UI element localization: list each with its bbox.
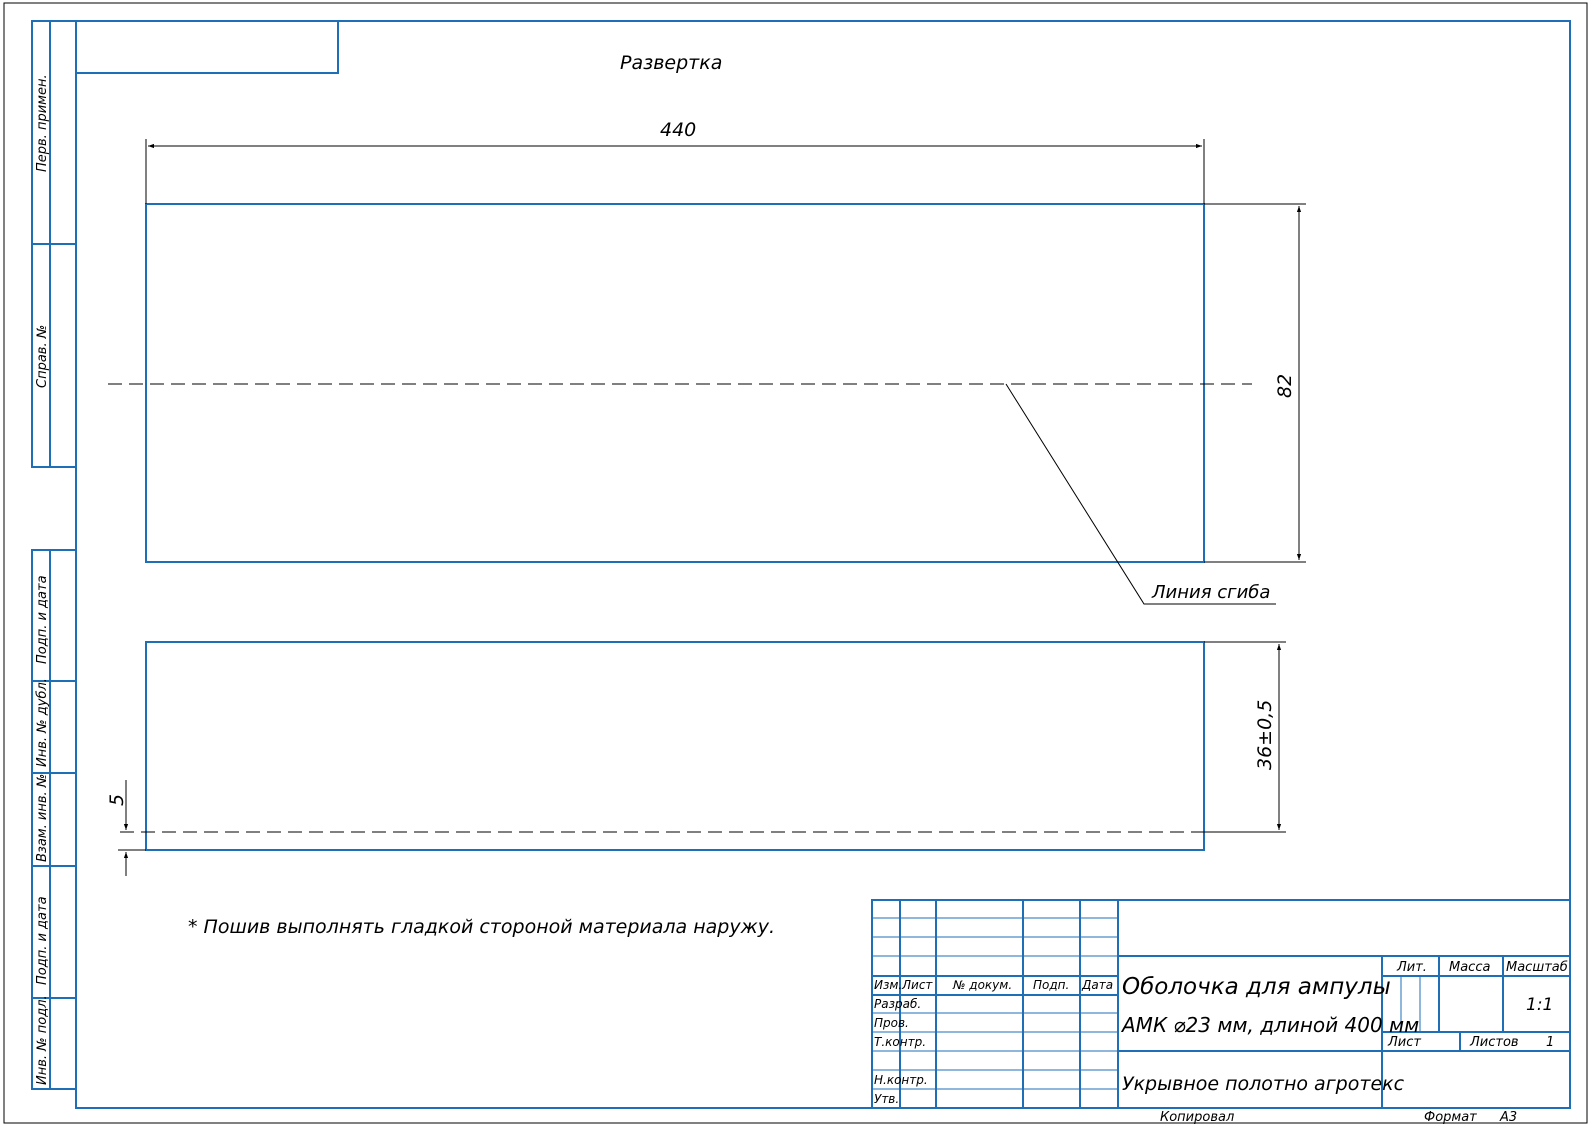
list-label: Лист [1387, 1035, 1421, 1050]
material: Укрывное полотно агротекс [1122, 1073, 1405, 1095]
lower-strip-outline [145, 641, 1205, 851]
fold-line-leader: Линия сгиба [1005, 383, 1276, 605]
role-nkontr: Н.контр. [874, 1073, 928, 1087]
kopiroval-label: Копировал [1160, 1110, 1234, 1125]
dimension-margin: 5 [106, 780, 146, 876]
upper-blank-outline [145, 203, 1205, 563]
format-value: А3 [1499, 1110, 1517, 1125]
role-tkontr: Т.контр. [874, 1035, 926, 1049]
masshtab-label: Масштаб [1506, 960, 1568, 975]
col-podp: Подп. [1033, 978, 1069, 992]
lit-label: Лит. [1396, 960, 1427, 975]
format-label: Формат [1424, 1110, 1477, 1125]
role-prov: Пров. [874, 1016, 909, 1030]
role-razrab: Разраб. [874, 997, 921, 1011]
side-label-vzam-inv: Взам. инв. № [35, 774, 50, 862]
massa-label: Масса [1449, 960, 1490, 975]
role-utv: Утв. [874, 1092, 899, 1106]
side-label-inv-podl: Инв. № подл. [35, 995, 50, 1085]
sheet-trim [3, 2, 1588, 1124]
listov-value: 1 [1546, 1035, 1554, 1050]
dimension-height-lower: 36±0,5 [1204, 641, 1286, 833]
fold-line-label: Линия сгиба [1151, 582, 1270, 603]
drawing-frame [75, 20, 1571, 1109]
drawing-name-line2: АМК ⌀23 мм, длиной 400 мм [1120, 1013, 1419, 1037]
listov-label: Листов [1469, 1035, 1519, 1050]
dimension-margin-label: 5 [106, 794, 128, 806]
view-title: Развертка [620, 52, 722, 74]
side-stamp: Перв. примен. Справ. № Подп. и дата Инв.… [31, 20, 76, 1090]
side-label-perv-primen: Перв. примен. [35, 74, 50, 172]
drawing-name-line1: Оболочка для ампулы [1122, 974, 1391, 1000]
title-block: Изм. Лист № докум. Подп. Дата Разраб. Пр… [871, 899, 1571, 1109]
side-label-podp-data-2: Подп. и дата [35, 896, 50, 985]
col-izm: Изм. [874, 978, 902, 992]
dimension-height-lower-label: 36±0,5 [1254, 700, 1276, 770]
dimension-width-label: 440 [660, 119, 696, 141]
side-label-podp-data: Подп. и дата [35, 575, 50, 664]
col-data: Дата [1081, 978, 1113, 992]
manufacturing-note: * Пошив выполнять гладкой стороной матер… [188, 916, 775, 938]
side-label-sprav-no: Справ. № [35, 325, 50, 388]
col-docum: № докум. [952, 978, 1012, 992]
masshtab-value: 1:1 [1526, 995, 1553, 1015]
dimension-height-upper-label: 82 [1274, 374, 1296, 398]
col-list: Лист [901, 978, 933, 992]
top-left-box [76, 21, 339, 74]
side-label-inv-dubl: Инв. № дубл. [35, 678, 50, 767]
dimension-width: 440 [145, 119, 1205, 204]
dimension-height-upper: 82 [1204, 203, 1306, 563]
